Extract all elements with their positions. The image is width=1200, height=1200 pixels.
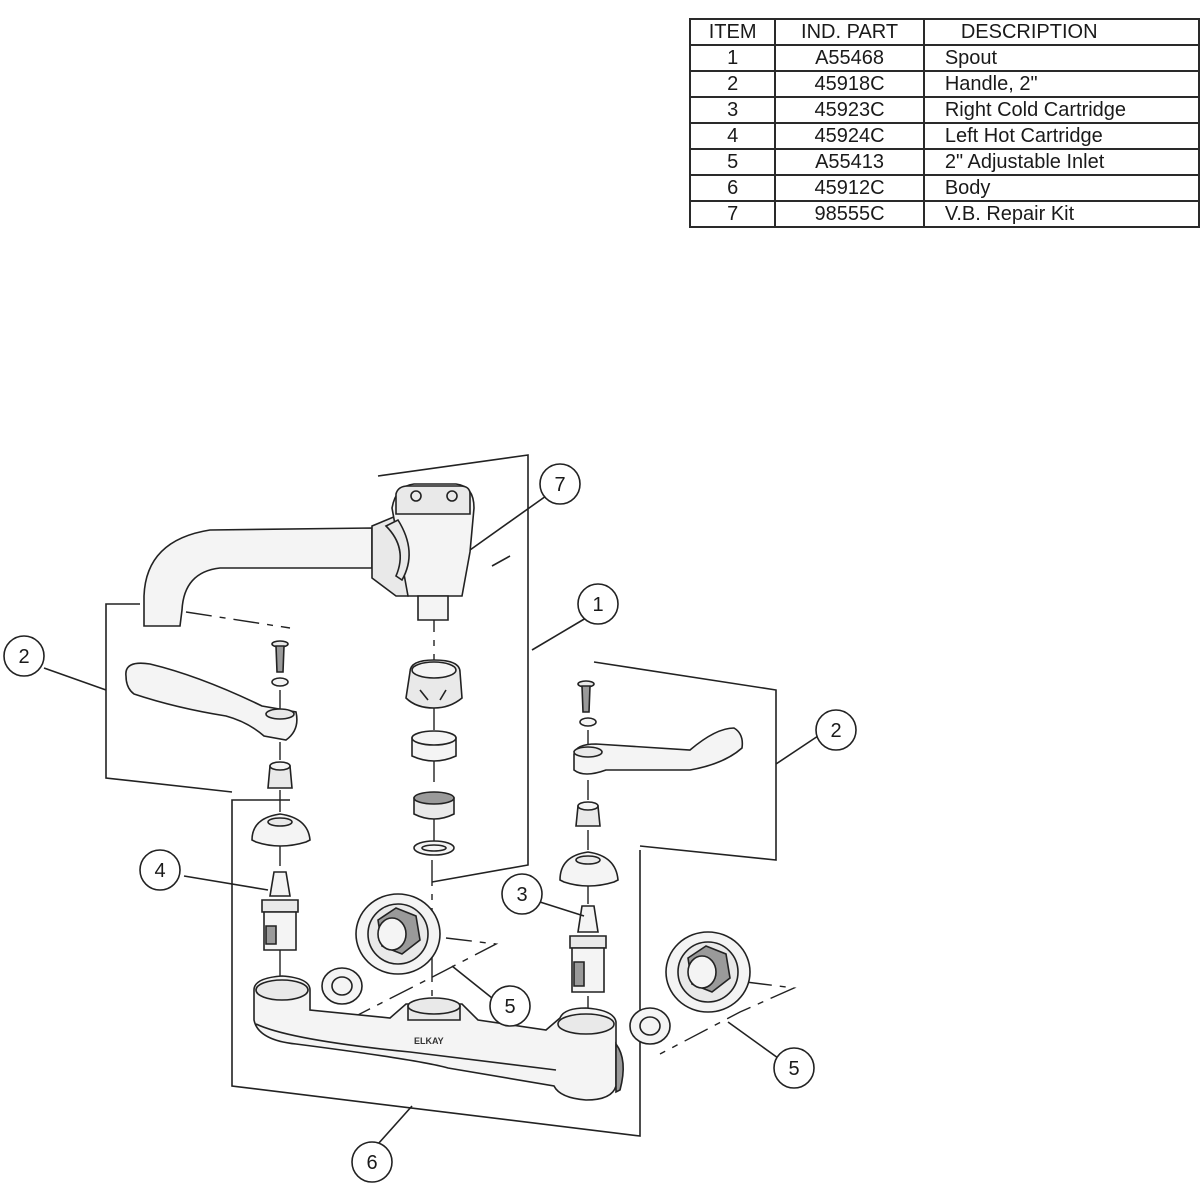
right-lever-handle — [573, 727, 744, 775]
item-number: 3 — [688, 96, 777, 124]
callout-4: 4 — [139, 849, 181, 891]
item-number: 4 — [688, 122, 777, 150]
callout-5-center-number: 5 — [504, 996, 515, 1018]
callout-5-right-number: 5 — [788, 1058, 799, 1080]
body-logo: ELKAY — [414, 1036, 444, 1046]
callout-6-number: 6 — [366, 1152, 377, 1174]
part-description: V.B. Repair Kit — [922, 200, 1200, 228]
part-description: Spout — [922, 44, 1200, 72]
callout-1: 1 — [577, 583, 619, 625]
spout-o-ring-seal — [413, 791, 455, 820]
right-handle-screw — [577, 680, 597, 727]
faucet-body: ELKAY — [253, 975, 624, 1101]
item-number: 1 — [688, 44, 777, 72]
part-number: 45918C — [774, 70, 925, 98]
left-handle-adapter — [267, 761, 293, 789]
spout-coupling-nut — [405, 659, 463, 709]
inlet-group-boundary — [311, 937, 797, 1055]
part-description: Right Cold Cartridge — [922, 96, 1200, 124]
header-description: DESCRIPTION — [922, 18, 1200, 46]
callout-1-number: 1 — [592, 594, 603, 616]
part-number: 45923C — [774, 96, 925, 124]
spout-group-boundary — [377, 454, 529, 883]
item-number: 7 — [688, 200, 777, 228]
center-inlet-assembly — [321, 893, 441, 1005]
part-number: A55468 — [774, 44, 925, 72]
callout-6: 6 — [351, 1141, 393, 1183]
spout — [143, 483, 511, 627]
right-handle-group-boundary — [593, 661, 777, 861]
callout-5-right: 5 — [773, 1047, 815, 1089]
part-number: 45924C — [774, 122, 925, 150]
header-item: ITEM — [688, 18, 777, 46]
left-handle-group-boundary — [105, 603, 291, 793]
spout-sleeve — [411, 730, 457, 762]
part-description: Left Hot Cartridge — [922, 122, 1200, 150]
callout-7: 7 — [539, 463, 581, 505]
item-number: 2 — [688, 70, 777, 98]
callout-leaders — [43, 495, 819, 1145]
header-ind-part: IND. PART — [774, 18, 925, 46]
callout-4-number: 4 — [154, 860, 165, 882]
callout-5-center: 5 — [489, 985, 531, 1027]
left-bonnet — [251, 813, 311, 847]
left-handle-screw — [271, 640, 289, 687]
callout-3-number: 3 — [516, 884, 527, 906]
part-description: 2" Adjustable Inlet — [922, 148, 1200, 176]
item-number: 5 — [688, 148, 777, 176]
part-number: A55413 — [774, 148, 925, 176]
right-handle-adapter — [575, 801, 601, 827]
callout-7-number: 7 — [554, 474, 565, 496]
callout-2-right-number: 2 — [830, 720, 841, 742]
right-inlet-assembly — [629, 931, 751, 1045]
callout-2-left-number: 2 — [18, 646, 29, 668]
part-number: 45912C — [774, 174, 925, 202]
callout-3: 3 — [501, 873, 543, 915]
part-description: Body — [922, 174, 1200, 202]
left-lever-handle — [125, 662, 298, 741]
part-description: Handle, 2" — [922, 70, 1200, 98]
part-number: 98555C — [774, 200, 925, 228]
callout-2-right: 2 — [815, 709, 857, 751]
right-bonnet — [559, 851, 619, 887]
right-cold-cartridge — [569, 905, 607, 993]
parts-table-header-row: ITEM IND. PART DESCRIPTION — [688, 18, 1200, 46]
spout-retaining-clip — [413, 840, 455, 856]
callout-2-left: 2 — [3, 635, 45, 677]
left-hot-cartridge — [261, 871, 299, 951]
item-number: 6 — [688, 174, 777, 202]
